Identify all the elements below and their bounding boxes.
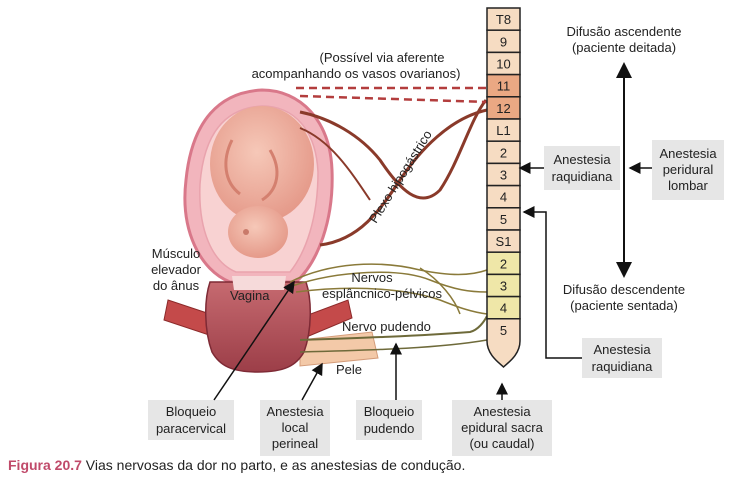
levator-ani-label-line3: do ânus	[153, 278, 200, 293]
spinal-segment-label: 2	[500, 145, 507, 160]
spinal-segment-label: 10	[496, 57, 510, 72]
ascending-diffusion-label-line2: (paciente deitada)	[572, 40, 676, 55]
box-text: local	[282, 420, 309, 435]
spinal-segment-label: 4	[500, 301, 507, 316]
arrow-local	[301, 362, 323, 401]
box-local-perineal: Anestesia local perineal	[260, 400, 330, 456]
box-text: perineal	[272, 436, 318, 451]
pudendal-nerve	[299, 315, 488, 353]
box-text: Anestesia	[266, 404, 324, 419]
spinal-segment-label: 5	[500, 323, 507, 338]
pudendal-nerve-label: Nervo pudendo	[342, 319, 431, 334]
ovarian-afferent-path	[296, 86, 488, 104]
descending-diffusion-label-line2: (paciente sentada)	[570, 298, 678, 313]
spinal-segment-label: T8	[496, 12, 511, 27]
arrow-spinal-lower	[522, 206, 582, 359]
box-text: lombar	[668, 178, 708, 193]
box-text: pudendo	[364, 421, 415, 436]
box-text: Bloqueio	[166, 404, 217, 419]
hypogastric-plexus-label: Plexo hipogástrico	[366, 128, 435, 226]
ascending-diffusion-label-line1: Difusão ascendente	[567, 24, 682, 39]
box-paracervical-block: Bloqueio paracervical	[148, 400, 234, 440]
box-text: epidural sacra	[461, 420, 543, 435]
box-text: Bloqueio	[364, 404, 415, 419]
box-lumbar-epidural: Anestesia peridural lombar	[652, 140, 724, 200]
box-text: (ou caudal)	[469, 436, 534, 451]
spinal-segment-label: 5	[500, 212, 507, 227]
spinal-segment-label: S1	[496, 234, 512, 249]
spinal-segment-label: 12	[496, 101, 510, 116]
box-spinal-anesthesia-lower: Anestesia raquidiana	[582, 338, 662, 378]
box-text: paracervical	[156, 421, 226, 436]
hypogastric-nerves	[299, 99, 488, 247]
box-text: raquidiana	[552, 169, 613, 184]
skin-label: Pele	[336, 362, 362, 377]
box-spinal-anesthesia-upper: Anestesia raquidiana	[544, 146, 620, 190]
spinal-segment-label: 9	[500, 34, 507, 49]
box-text: Anestesia	[553, 152, 611, 167]
levator-ani-label-line2: elevador	[151, 262, 202, 277]
afferent-label-line2: acompanhando os vasos ovarianos)	[252, 66, 461, 81]
spinal-segment-box	[486, 318, 521, 369]
levator-ani-label-line1: Músculo	[152, 246, 200, 261]
arrow-paracervical	[213, 280, 295, 401]
spinal-segment-label: 4	[500, 190, 507, 205]
box-pudendal-block: Bloqueio pudendo	[356, 400, 422, 440]
spinal-segment-label: L1	[496, 123, 510, 138]
figure-caption: Figura 20.7 Vias nervosas da dor no part…	[8, 457, 465, 473]
spinal-segment-label: 2	[500, 256, 507, 271]
spinal-segment-label: 11	[497, 79, 511, 94]
pelvic-splanchnic-nerves	[289, 263, 488, 315]
box-text: raquidiana	[592, 359, 653, 374]
box-text: Anestesia	[473, 404, 531, 419]
figure-caption-text: Vias nervosas da dor no parto, e as anes…	[81, 457, 466, 473]
spinal-segment-label: 3	[500, 168, 507, 183]
splanchnic-label-line1: Nervos	[351, 270, 393, 285]
anatomy-illustration	[163, 88, 379, 373]
box-text: peridural	[663, 162, 714, 177]
splanchnic-label-line2: esplâncnico-pélvicos	[322, 286, 442, 301]
afferent-label-line1: (Possível via aferente	[319, 50, 444, 65]
vagina-label: Vagina	[230, 288, 270, 303]
box-sacral-epidural: Anestesia epidural sacra (ou caudal)	[452, 400, 552, 456]
spinal-segment-label: 3	[500, 279, 507, 294]
descending-diffusion-label-line1: Difusão descendente	[563, 282, 685, 297]
box-text: Anestesia	[659, 146, 717, 161]
figure-number: Figura 20.7	[8, 457, 82, 473]
box-text: Anestesia	[593, 342, 651, 357]
